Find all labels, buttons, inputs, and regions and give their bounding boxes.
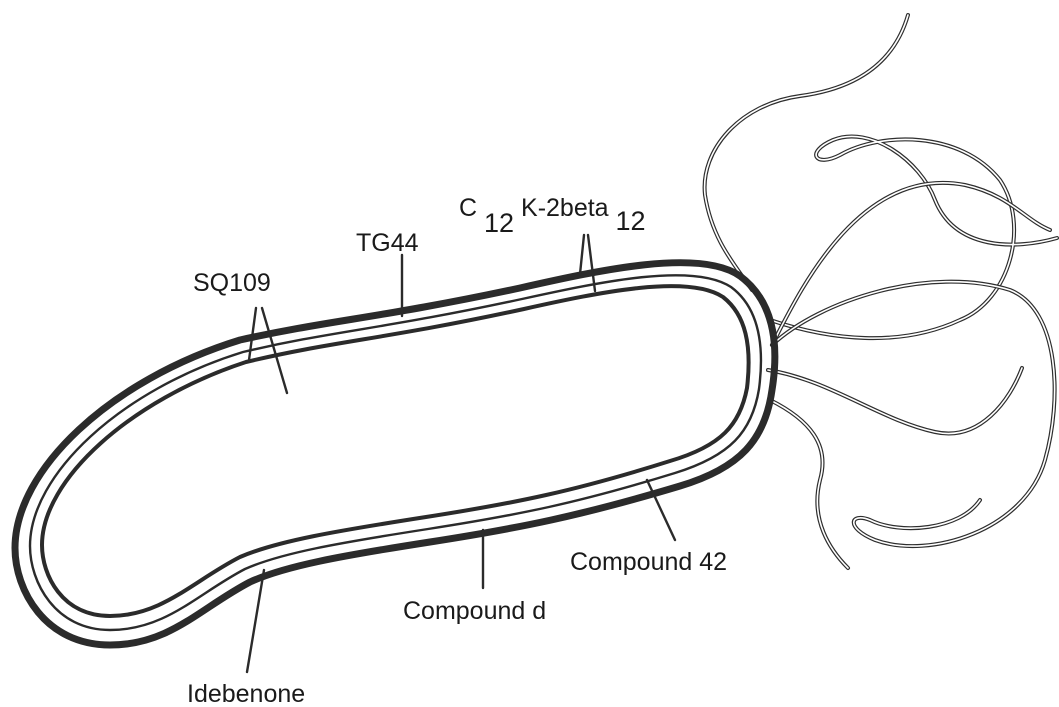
c12k-subscript-12: 12 (484, 208, 514, 238)
sq109-leader-2 (262, 308, 287, 393)
label-tg44: TG44 (356, 229, 419, 257)
flagellum-big-loop (772, 282, 1055, 546)
label-compound-d: Compound d (403, 597, 546, 625)
flagellum-top (705, 15, 908, 290)
outer-membrane (15, 263, 775, 645)
c12k-base-k2beta: K-2beta (521, 194, 609, 222)
c12k-base-c: C (459, 194, 477, 222)
cell-envelope (15, 263, 775, 645)
c12k-subscript-12b: 12 (616, 206, 646, 236)
labels: SQ109 TG44 C 12 K-2beta 12 Compound 42 C… (187, 194, 727, 707)
c12k-leader-2 (588, 235, 595, 291)
flagellum-lower (770, 400, 848, 568)
cell-wall (30, 275, 761, 630)
flagellum-top (705, 15, 908, 290)
label-idebenone: Idebenone (187, 680, 305, 707)
label-c12k-2beta12: C 12 K-2beta 12 (459, 194, 646, 238)
flagellum-loop-upper (770, 136, 1057, 338)
label-sq109: SQ109 (193, 269, 271, 297)
label-compound-42: Compound 42 (570, 548, 727, 576)
c12k-leader-1 (580, 235, 584, 274)
flagellum-big-loop (772, 282, 1055, 546)
